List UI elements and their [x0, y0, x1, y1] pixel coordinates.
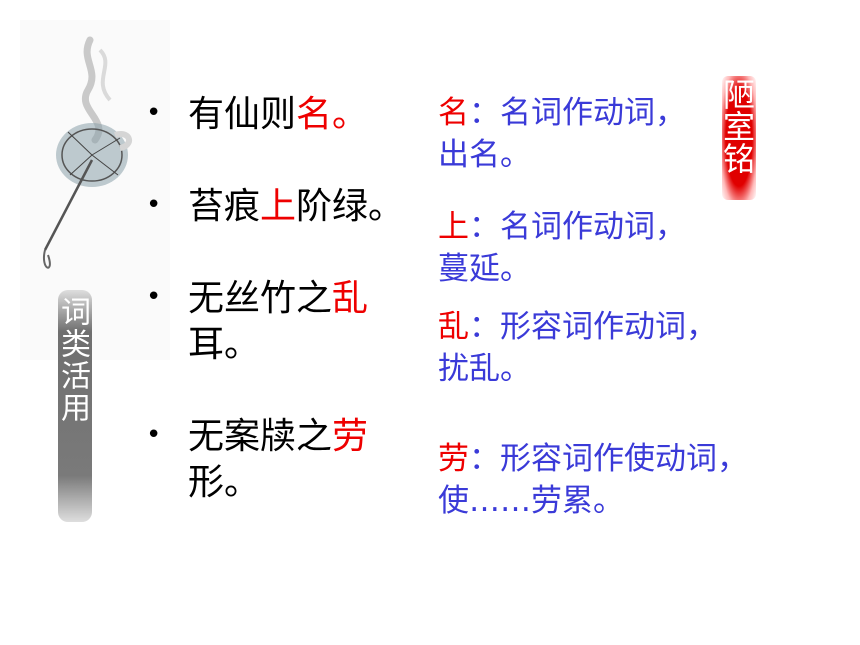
note-3: 乱：形容词作动词， 扰乱。 [438, 309, 717, 387]
sentence-4: 无案牍之劳形。 [188, 416, 369, 503]
sentence-1: 有仙则名。 [188, 94, 369, 135]
bullet: • [146, 420, 162, 450]
bullet: • [146, 282, 162, 312]
title-tag-background [722, 76, 756, 200]
note-1: 名：名词作动词， 出名。 [438, 95, 686, 173]
bullet: • [146, 98, 162, 128]
sentence-2: 苔痕上阶绿。 [188, 186, 405, 227]
side-label: 词类活用 [55, 296, 90, 424]
side-label-background [58, 290, 92, 522]
note-2: 上：名词作动词， 蔓延。 [438, 209, 686, 287]
ink-umbrella-illustration [20, 20, 170, 360]
sentence-3: 无丝竹之乱耳。 [188, 278, 369, 365]
note-4: 劳：形容词作使动词， 使……劳累。 [438, 441, 748, 519]
bullet: • [146, 190, 162, 220]
title-tag: 陋室铭 [718, 78, 756, 174]
